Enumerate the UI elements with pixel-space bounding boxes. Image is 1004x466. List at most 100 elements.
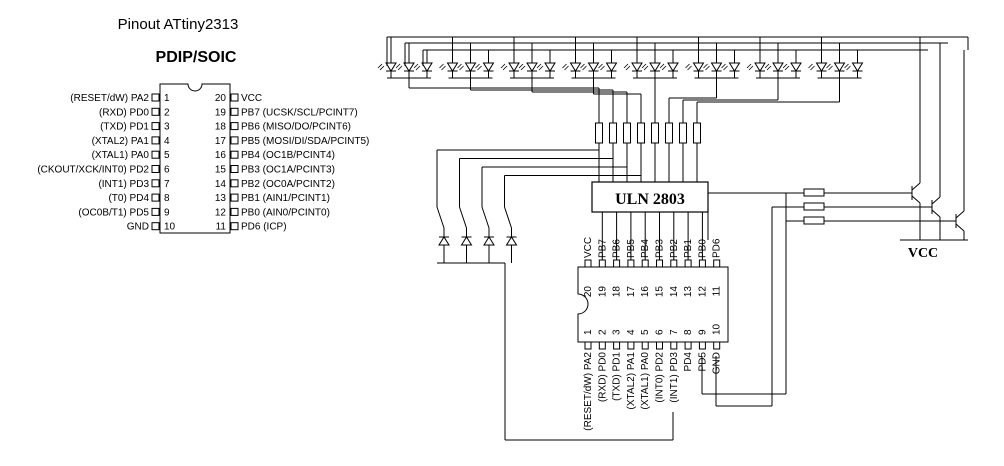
pinout-left-label: (OC0B/T1) PD5: [78, 207, 149, 218]
switch-icon: [459, 206, 467, 229]
diode-icon: [483, 236, 495, 246]
pinout-right-num: 17: [215, 136, 227, 147]
pinout-chip-body: [159, 83, 231, 234]
resistor-array: [595, 122, 701, 182]
led-icon: [395, 62, 415, 72]
schematic: ULN 2803 VCC20PB719PB618PB517PB416PB315P…: [377, 36, 969, 441]
pinout-left-num: 9: [164, 207, 170, 218]
pinout-title: Pinout ATtiny2313: [118, 16, 239, 33]
pinout-right-label: PB0 (AIN0/PCINT0): [241, 207, 330, 218]
pinout-right-label: PD6 (ICP): [241, 222, 287, 233]
pinout-right-num: 12: [215, 207, 227, 218]
chip-top-num: 15: [655, 286, 666, 298]
led-icon: [580, 62, 599, 72]
attiny-chip: VCC20PB719PB618PB517PB416PB315PB214PB113…: [577, 212, 729, 431]
pinout-package: PDIP/SOIC: [156, 49, 237, 66]
pinout-right-num: 14: [215, 179, 227, 190]
led-icon: [562, 62, 581, 72]
pinout-right-label: PB5 (MOSI/DI/SDA/PCINT5): [241, 136, 369, 147]
led-icon: [457, 62, 476, 72]
chip-top-num: 11: [712, 286, 723, 297]
led-icon: [782, 62, 802, 72]
led-icon: [598, 62, 617, 72]
diode-icon: [505, 236, 518, 246]
pinout-left-label: (RESET/dW) PA2: [70, 93, 149, 104]
chip-bottom-num: 4: [626, 329, 637, 335]
pinout-right-pin-11: PD6 (ICP) 11: [216, 222, 287, 233]
led-column: [500, 37, 628, 123]
chip-top-label: PD6: [712, 238, 723, 258]
chip-bottom-label: (INT1) PD3: [669, 352, 680, 403]
chip-bottom-num: 3: [612, 329, 623, 335]
pinout-left-num: 8: [164, 193, 170, 204]
chip-bottom-num: 8: [683, 329, 694, 335]
chip-top-label: VCC: [583, 237, 594, 258]
pinout-right-num: 18: [215, 122, 227, 133]
led-icon: [844, 62, 863, 72]
chip-bottom-num: 1: [583, 329, 594, 335]
pinout-right-num: 11: [216, 222, 227, 233]
chip-bottom-label: (TXD) PD1: [612, 352, 623, 401]
pinout-right-label: PB4 (OC1B/PCINT4): [241, 150, 335, 161]
switch-diode: [436, 149, 599, 263]
pinout-right-num: 16: [215, 150, 227, 161]
led-icon: [475, 62, 494, 72]
resistor: [651, 122, 659, 144]
transistor-drivers: VCC: [701, 37, 969, 407]
led-icon: [764, 62, 784, 72]
chip-top-pin-11: PD6 11: [712, 238, 723, 296]
switch-icon: [436, 206, 445, 229]
chip-top-num: 19: [597, 286, 608, 298]
switch-icon: [504, 206, 512, 229]
chip-top-num: 12: [697, 286, 708, 298]
pinout-left-num: 7: [164, 179, 170, 190]
resistor: [609, 122, 617, 144]
led-column: [696, 37, 863, 123]
pinout-right-pin-14: PB2 (OC0A/PCINT2)14: [215, 179, 335, 190]
pinout-left-label: (CKOUT/XCK/INT0) PD2: [37, 165, 149, 176]
led-icon: [536, 62, 556, 72]
pinout-left-label: (RXD) PD0: [99, 107, 149, 118]
pinout-right-label: PB1 (AIN1/PCINT1): [241, 193, 330, 204]
uln2803-driver: ULN 2803: [591, 181, 709, 213]
chip-bottom-label: (RXD) PD0: [597, 352, 608, 402]
uln2803-label: ULN 2803: [615, 191, 685, 208]
pinout-left-label: (T0) PD4: [108, 193, 149, 204]
pinout-left-num: 1: [164, 93, 170, 104]
switch-diode: [459, 158, 613, 263]
chip-top-num: 18: [612, 286, 623, 298]
pinout-left-label: (XTAL2) PA1: [92, 136, 150, 147]
pinout-left-pin-6: (CKOUT/XCK/INT0) PD2 6: [37, 165, 170, 176]
led-column: [682, 37, 802, 123]
pinout-left-pin-9: (OC0B/T1) PD5 9: [78, 207, 170, 218]
chip-bottom-num: 6: [655, 329, 666, 335]
pinout-right-pin-18: PB6 (MISO/DO/PCINT6)18: [215, 122, 351, 133]
switch-icon: [481, 206, 490, 229]
led-column: [439, 37, 614, 123]
led-icon: [641, 62, 661, 72]
diode-icon: [460, 236, 473, 246]
pinout-right-pin-19: PB7 (UCSK/SCL/PCINT7)19: [215, 107, 358, 118]
pinout-right-label: PB7 (UCSK/SCL/PCINT7): [241, 107, 358, 118]
chip-bottom-label: (RESET/dW) PA2: [583, 352, 594, 431]
pinout-left-num: 6: [164, 165, 170, 176]
diode-icon: [438, 236, 450, 246]
chip-bottom-num: 5: [640, 329, 651, 335]
pinout-right-pin-12: PB0 (AIN0/PCINT0) 12: [215, 207, 330, 218]
chip-top-num: 14: [669, 286, 680, 298]
